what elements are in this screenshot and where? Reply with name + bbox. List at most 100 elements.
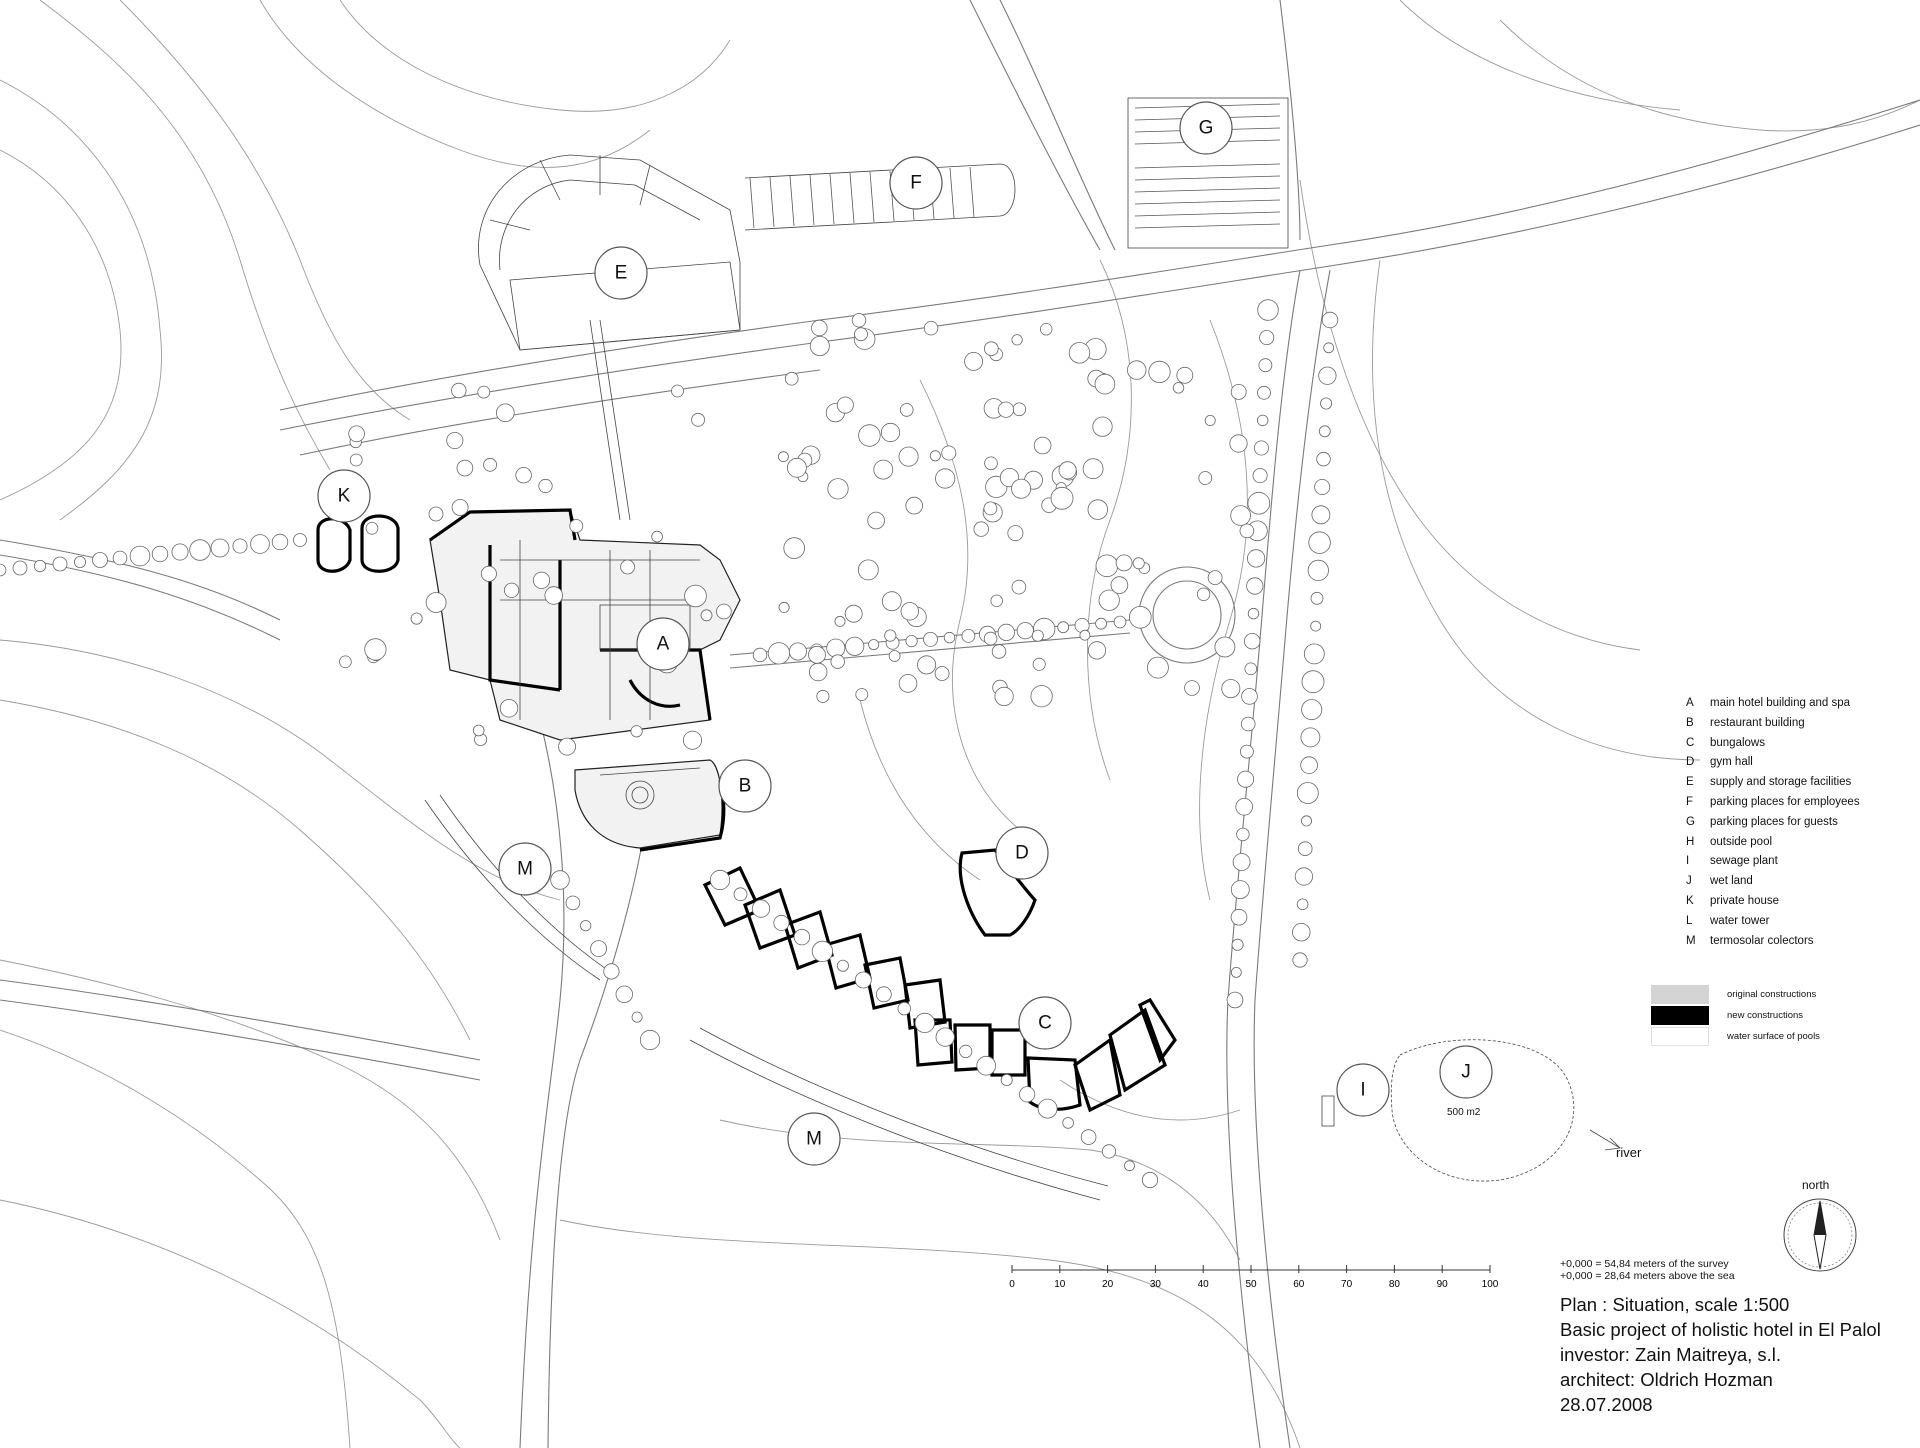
tree-symbol [1098, 589, 1120, 611]
tree-symbol [590, 940, 607, 957]
tree-symbol [881, 591, 902, 612]
tree-symbol [1033, 436, 1052, 455]
tree-symbol [1221, 679, 1241, 699]
tree-symbol [964, 351, 983, 371]
tree-symbol [565, 895, 581, 911]
tree-symbol [1087, 641, 1107, 660]
tree-symbol [941, 445, 957, 461]
tree-symbol [446, 431, 464, 449]
scale-tick-label: 0 [1009, 1279, 1015, 1290]
north-label: north [1802, 1178, 1830, 1192]
scale-tick-label: 100 [1482, 1279, 1499, 1290]
tree-symbol [1082, 458, 1104, 480]
legend-label: outside pool [1710, 835, 1773, 848]
scale-tick-label: 40 [1198, 1279, 1210, 1290]
tree-symbol [1297, 841, 1313, 856]
tree-symbol [1252, 468, 1268, 484]
tree-symbol [1247, 491, 1271, 515]
zone-label-m-1: M [498, 842, 552, 896]
tree-symbol [495, 403, 515, 423]
tree-symbol [783, 537, 805, 559]
zone-label-f: F [889, 156, 943, 210]
tree-symbol [905, 634, 918, 648]
tree-symbol [112, 550, 128, 566]
legend-key: L [1686, 914, 1693, 927]
tree-symbol [52, 556, 68, 572]
tree-symbol [1231, 938, 1244, 951]
tree-symbol [1321, 311, 1339, 329]
tree-symbol [845, 636, 865, 656]
legend-label: water tower [1710, 914, 1770, 927]
tree-symbol [808, 645, 826, 664]
tree-symbol [1311, 505, 1331, 525]
tree-symbol [1196, 587, 1211, 602]
wetland [1321, 1039, 1621, 1182]
tree-symbol [983, 631, 998, 646]
tree-symbol [1176, 366, 1194, 384]
zone-label-e: E [594, 246, 648, 300]
material-label: original constructions [1727, 989, 1817, 1000]
tree-symbol [1037, 1098, 1058, 1119]
tree-symbol [773, 914, 790, 931]
scale-tick-label: 90 [1437, 1279, 1449, 1290]
tree-symbol [1294, 867, 1314, 886]
tree-symbol [858, 424, 881, 447]
tree-symbol [1113, 615, 1127, 629]
parking-guests [1127, 97, 1289, 249]
tree-symbol [1235, 797, 1253, 816]
tree-symbol [1011, 334, 1023, 346]
tree-symbol [1011, 478, 1032, 499]
tree-symbol [1016, 622, 1034, 640]
tree-symbol [1198, 471, 1213, 485]
tree-symbol [934, 666, 950, 681]
tree-symbol [1079, 629, 1091, 641]
tree-symbol [532, 571, 551, 589]
tree-symbol [1243, 633, 1261, 650]
tree-symbol [1141, 1171, 1159, 1189]
tree-symbol [1296, 898, 1309, 911]
tree-symbol [1207, 570, 1223, 585]
tree-symbol [1257, 299, 1279, 321]
tree-symbol [935, 1027, 955, 1047]
tree-symbol [935, 468, 956, 489]
tree-symbol [788, 642, 807, 661]
tree-symbol [1094, 373, 1116, 395]
tree-symbol [210, 538, 230, 558]
tree-symbol [851, 313, 867, 328]
tree-symbol [854, 327, 868, 342]
tree-symbol [1310, 620, 1322, 632]
tree-symbol [684, 584, 707, 608]
tree-symbol [888, 650, 901, 662]
investor: investor: Zain Maitreya, s.l. [1560, 1344, 1782, 1365]
tree-symbol [1318, 425, 1331, 438]
tree-symbol [1301, 815, 1313, 827]
legend-key: C [1686, 736, 1695, 749]
tree-symbol [550, 870, 570, 890]
scale-tick-label: 80 [1389, 1279, 1401, 1290]
tree-symbol [1241, 688, 1258, 705]
tree-symbol [1292, 923, 1311, 942]
tree-symbol [1320, 397, 1333, 410]
svg-text:M: M [806, 1129, 822, 1150]
tree-symbol [499, 699, 519, 718]
svg-text:M: M [517, 859, 533, 880]
tree-symbol [1232, 853, 1251, 871]
tree-symbol [997, 623, 1015, 642]
tree-symbol [1256, 414, 1269, 427]
tree-symbol [1230, 908, 1248, 926]
tree-symbol [898, 674, 918, 693]
tree-symbol [232, 538, 248, 554]
tree-symbol [92, 552, 108, 568]
tree-symbol [683, 730, 703, 750]
svg-text:I: I [1360, 1080, 1365, 1101]
zone-label-g: G [1179, 101, 1233, 155]
tree-symbol [451, 499, 469, 516]
tree-symbol [1068, 342, 1091, 364]
material-legend: original constructions new constructions… [1651, 984, 1820, 1047]
tree-symbol [752, 647, 768, 663]
